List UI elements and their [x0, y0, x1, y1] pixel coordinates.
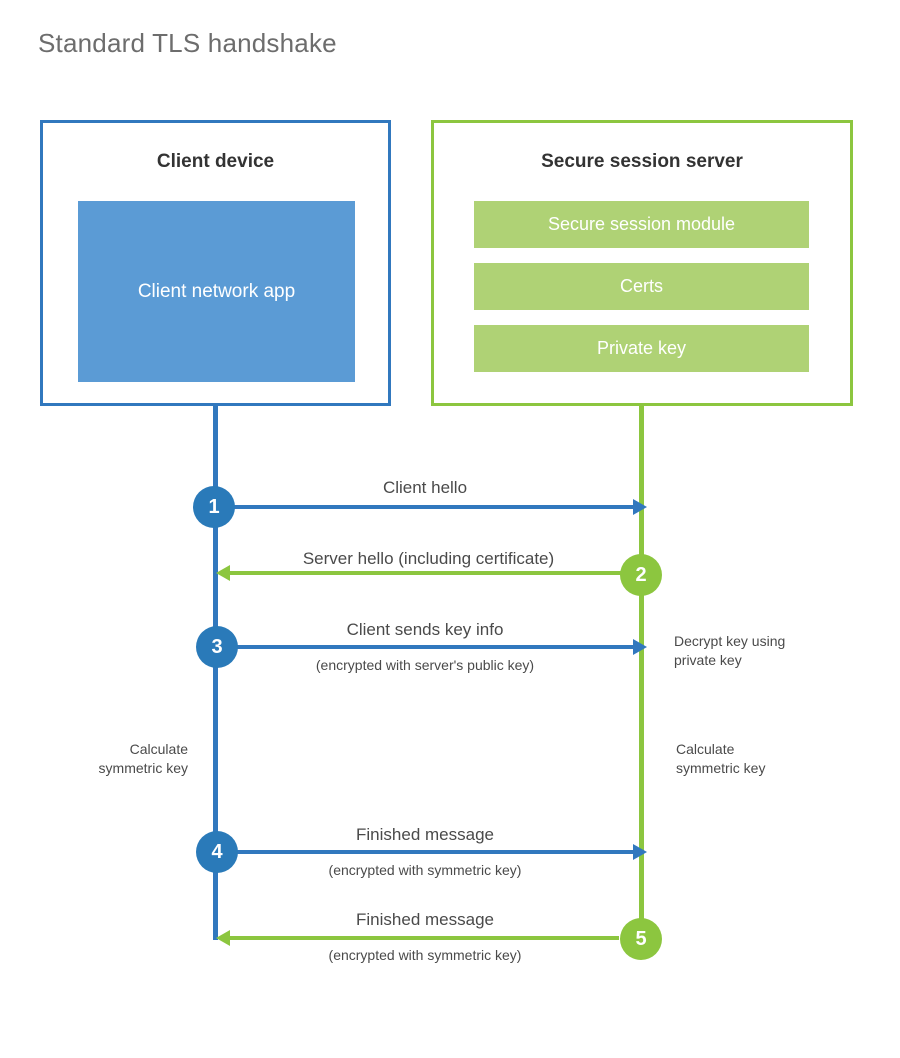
message-arrow-step-2	[216, 565, 641, 581]
message-label-step-3: Client sends key info	[346, 620, 504, 639]
client-lifeline	[213, 403, 218, 940]
message-arrow-step-1	[216, 499, 647, 515]
step-circle-1: 1	[193, 486, 235, 528]
server-component-secure-session-module: Secure session module	[474, 201, 809, 248]
step-circle-4: 4	[196, 831, 238, 873]
arrowhead-right-icon	[633, 639, 647, 655]
client-network-app-block: Client network app	[78, 201, 355, 382]
client-device-title: Client device	[156, 151, 275, 172]
secure-session-server-title: Secure session server	[541, 151, 743, 172]
client-device-box: Client device Client network app	[40, 120, 391, 406]
arrowhead-right-icon	[633, 844, 647, 860]
message-arrow-step-3	[216, 639, 647, 655]
server-component-private-key: Private key	[474, 325, 809, 372]
message-label-step-4: Finished message	[356, 825, 494, 844]
annotation-client-calculate-symmetric-key: Calculate symmetric key	[98, 741, 188, 776]
secure-session-server-box: Secure session server Secure session mod…	[431, 120, 853, 406]
annotation-server-decrypt: Decrypt key using private key	[674, 633, 786, 668]
arrowhead-left-icon	[216, 565, 230, 581]
message-sublabel-step-3: (encrypted with server's public key)	[315, 657, 535, 673]
annotation-server-calculate-symmetric-key: Calculate symmetric key	[676, 741, 766, 776]
message-sublabel-step-5: (encrypted with symmetric key)	[328, 947, 522, 963]
message-label-step-1: Client hello	[382, 478, 468, 497]
server-component-certs: Certs	[474, 263, 809, 310]
message-label-step-5: Finished message	[356, 910, 494, 929]
step-circle-3: 3	[196, 626, 238, 668]
server-lifeline	[639, 403, 644, 939]
message-sublabel-step-4: (encrypted with symmetric key)	[328, 862, 522, 878]
arrowhead-right-icon	[633, 499, 647, 515]
page-title: Standard TLS handshake	[38, 28, 337, 58]
step-circle-2: 2	[620, 554, 662, 596]
arrowhead-left-icon	[216, 930, 230, 946]
message-arrow-step-4	[216, 844, 647, 860]
step-circle-5: 5	[620, 918, 662, 960]
message-arrow-step-5	[216, 930, 619, 946]
server-component-list: Secure session module Certs Private key	[474, 201, 809, 372]
message-label-step-2: Server hello (including certificate)	[302, 549, 555, 568]
